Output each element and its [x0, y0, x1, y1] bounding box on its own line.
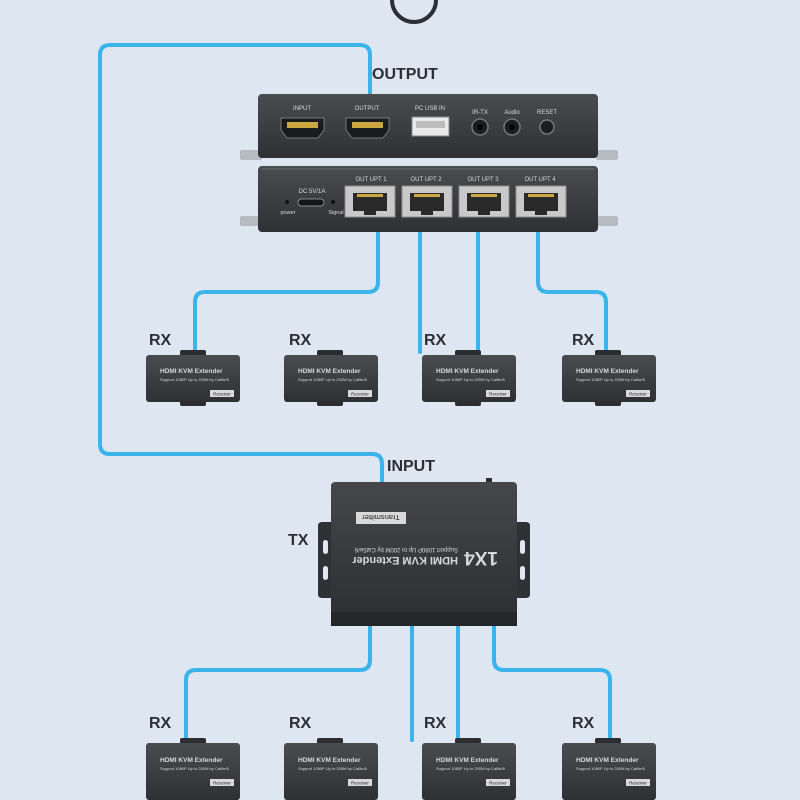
rx-tag: Receiver	[489, 781, 507, 786]
rx-tag: Receiver	[629, 781, 647, 786]
rx-subtitle: Support 1080P Up to 200M by Cat5e/6	[160, 766, 230, 771]
rx-subtitle: Support 1080P Up to 200M by Cat5e/6	[436, 766, 506, 771]
rx-subtitle: Support 1080P Up to 200M by Cat5e/6	[160, 377, 230, 382]
rx-unit-row1-4: RX HDMI KVM Extender Support 1080P Up to…	[562, 332, 656, 406]
rx-unit-row1-1: RX HDMI KVM Extender Support 1080P Up to…	[146, 332, 240, 406]
rj45-port-3	[458, 185, 510, 218]
port-label-output: OUTPUT	[355, 106, 380, 112]
rx-label: RX	[149, 715, 172, 732]
rx-subtitle: Support 1080P Up to 200M by Cat5e/6	[298, 766, 368, 771]
reset-button	[539, 119, 555, 135]
rx-subtitle: Support 1080P Up to 200M by Cat5e/6	[576, 766, 646, 771]
cable-splitter-rx1	[193, 230, 380, 354]
rx-label: RX	[289, 715, 312, 732]
tx-subtitle: Support 1080P Up to 200M by Cat5e/6	[354, 546, 458, 552]
rx-unit-row1-3: RX HDMI KVM Extender Support 1080P Up to…	[422, 332, 516, 406]
rx-subtitle: Support 1080P Up to 200M by Cat5e/6	[576, 377, 646, 382]
rx-title: HDMI KVM Extender	[436, 757, 499, 764]
rx-title: HDMI KVM Extender	[298, 757, 361, 764]
rx-subtitle: Support 1080P Up to 200M by Cat5e/6	[436, 377, 506, 382]
rx-tag: Receiver	[213, 392, 231, 397]
port-label-irtx: IR-TX	[472, 110, 488, 116]
rx-unit-row1-2: RX HDMI KVM Extender Support 1080P Up to…	[284, 332, 378, 406]
tx-device: 1X4 HDMI KVM Extender Support 1080P Up t…	[318, 478, 530, 626]
rx-tag: Receiver	[213, 781, 231, 786]
signal-label: Signal	[328, 210, 343, 216]
port-label-usb: PC USB IN	[415, 106, 445, 112]
rx-tag: Receiver	[351, 781, 369, 786]
rx-title: HDMI KVM Extender	[298, 368, 361, 375]
tx-model: 1X4	[464, 547, 498, 568]
rx-label: RX	[424, 332, 447, 349]
cable-output-to-input	[98, 43, 384, 484]
dc-label: DC 5V/1A	[299, 189, 326, 195]
port-label-audio: Audio	[504, 110, 520, 116]
out-label-4: OUT UPT 4	[524, 177, 556, 183]
rj45-port-4	[515, 185, 567, 218]
rj45-port-2	[401, 185, 453, 218]
rx-label: RX	[572, 715, 595, 732]
rx-label: RX	[289, 332, 312, 349]
cable-splitter-rx4	[536, 230, 608, 354]
rx-label: RX	[424, 715, 447, 732]
rx-title: HDMI KVM Extender	[576, 368, 639, 375]
output-label: OUTPUT	[372, 66, 438, 83]
cables	[98, 43, 612, 742]
rx-unit-row2-1: RX HDMI KVM Extender Support 1080P Up to…	[146, 715, 240, 800]
tx-tag: Transmitter	[362, 513, 400, 522]
rx-title: HDMI KVM Extender	[160, 368, 223, 375]
splitter-device: INPUT OUTPUT PC USB IN IR-TX Audio RESET	[240, 94, 618, 232]
cable-tx-rx1	[184, 623, 372, 742]
rx-tag: Receiver	[489, 392, 507, 397]
out-label-1: OUT UPT 1	[355, 177, 387, 183]
rx-unit-row2-4: RX HDMI KVM Extender Support 1080P Up to…	[562, 715, 656, 800]
out-label-3: OUT UPT 3	[467, 177, 499, 183]
rj45-port-1	[344, 185, 396, 218]
rx-title: HDMI KVM Extender	[160, 757, 223, 764]
rx-unit-row2-3: RX HDMI KVM Extender Support 1080P Up to…	[422, 715, 516, 800]
usb-port	[411, 116, 450, 137]
hdmi-input-port	[280, 117, 325, 139]
port-label-reset: RESET	[537, 110, 557, 116]
rx-label: RX	[149, 332, 172, 349]
rx-unit-row2-2: RX HDMI KVM Extender Support 1080P Up to…	[284, 715, 378, 800]
top-circle-icon	[390, 0, 438, 24]
tx-label: TX	[288, 532, 309, 549]
rx-title: HDMI KVM Extender	[576, 757, 639, 764]
rx-title: HDMI KVM Extender	[436, 368, 499, 375]
rx-subtitle: Support 1080P Up to 200M by Cat5e/6	[298, 377, 368, 382]
tx-title: HDMI KVM Extender	[352, 554, 458, 566]
out-label-2: OUT UPT 2	[410, 177, 442, 183]
rx-tag: Receiver	[629, 392, 647, 397]
usb-c-port	[297, 198, 325, 207]
audio-jack	[503, 118, 521, 136]
hdmi-output-port	[345, 117, 390, 139]
irtx-jack	[471, 118, 489, 136]
rx-label: RX	[572, 332, 595, 349]
port-label-input: INPUT	[293, 106, 311, 112]
rx-tag: Receiver	[351, 392, 369, 397]
input-label: INPUT	[387, 458, 435, 475]
cable-tx-rx4	[492, 623, 612, 742]
power-label: power	[281, 210, 296, 216]
